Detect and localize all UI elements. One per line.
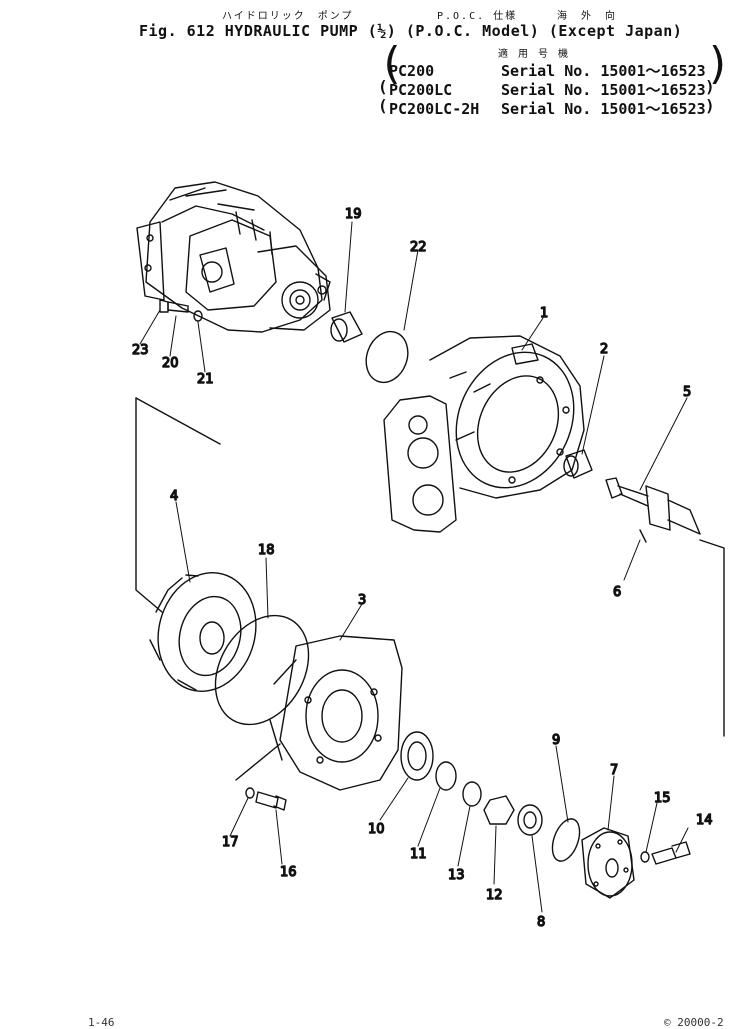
applicability-row: PC200LC-2H Serial No. 15001～16523 xyxy=(389,98,706,119)
leader-line-left xyxy=(135,397,163,613)
callout-label: 10 xyxy=(368,822,385,837)
callout-label: 5 xyxy=(683,385,691,400)
applicability-bracket-right: ) xyxy=(705,38,732,89)
cover-drawing xyxy=(149,572,257,692)
bolt-washer-drawing xyxy=(159,299,203,322)
applicability-serial: Serial No. 15001～16523 xyxy=(501,81,706,99)
bearing-drawing xyxy=(400,731,434,781)
footer-drawing-number: © 20000-2 xyxy=(664,1016,724,1029)
callout-label: 4 xyxy=(170,489,178,504)
figure-title: Fig. 612 HYDRAULIC PUMP (½) (P.O.C. Mode… xyxy=(139,22,683,40)
applicability-paren-right: ) xyxy=(705,77,715,96)
bolt-16-drawing xyxy=(255,791,287,811)
applicability-paren-left: ( xyxy=(378,96,388,115)
applicability-serial: Serial No. 15001～16523 xyxy=(501,62,706,80)
callout-label: 20 xyxy=(162,356,179,371)
callout-labels: 1 2 3 4 5 6 7 8 9 10 11 12 13 14 15 16 1… xyxy=(131,206,713,930)
callout-label: 9 xyxy=(552,733,560,748)
applicability-model: PC200LC xyxy=(389,81,453,99)
callout-label: 18 xyxy=(258,543,275,558)
applicability-model: PC200LC-2H xyxy=(389,100,480,118)
callout-label: 15 xyxy=(654,791,671,806)
callout-label: 7 xyxy=(610,763,618,778)
leader-line-right xyxy=(699,539,725,737)
callout-label: 6 xyxy=(613,585,621,600)
coupling-drawing xyxy=(581,827,635,899)
callout-label: 8 xyxy=(537,915,545,930)
callout-label: 21 xyxy=(197,372,214,387)
callout-label: 13 xyxy=(448,868,465,883)
flange-drawing xyxy=(269,635,403,791)
o-ring-22-drawing xyxy=(365,330,409,384)
housing-drawing xyxy=(383,335,585,533)
shaft-drawing xyxy=(605,477,701,543)
callout-label: 12 xyxy=(486,888,503,903)
jp-part-name: ハイドロリック ポンプ xyxy=(222,11,354,22)
applicability-heading: 適 用 号 機 xyxy=(498,49,571,60)
bushing-drawing xyxy=(330,311,363,343)
o-ring-9-drawing xyxy=(551,818,581,862)
jp-spec: P.O.C. 仕様 xyxy=(437,11,518,22)
seal-drawing xyxy=(517,804,543,836)
applicability-model: PC200 xyxy=(389,62,435,80)
callout-label: 16 xyxy=(280,865,297,880)
leader-line-top xyxy=(135,397,221,445)
pump-assembly-drawing xyxy=(136,181,331,333)
applicability-serial: Serial No. 15001～16523 xyxy=(501,100,706,118)
bolt-14-drawing xyxy=(651,841,691,865)
callout-label: 17 xyxy=(222,835,239,850)
callout-label: 11 xyxy=(410,847,427,862)
lock-washer-drawing xyxy=(462,781,482,807)
callout-label: 23 xyxy=(132,343,149,358)
callout-leaders xyxy=(139,221,689,913)
nut-drawing xyxy=(483,795,515,825)
bushing-2-drawing xyxy=(563,449,593,479)
callout-label: 14 xyxy=(696,813,713,828)
ring-drawing xyxy=(435,761,457,791)
callout-label: 19 xyxy=(345,207,362,222)
jp-destination: 海 外 向 xyxy=(557,11,617,22)
applicability-row: PC200LC Serial No. 15001～16523 xyxy=(389,79,706,100)
callout-label: 3 xyxy=(358,593,366,608)
applicability-paren-left: ( xyxy=(378,77,388,96)
applicability-paren-right: ) xyxy=(705,96,715,115)
callout-label: 1 xyxy=(540,306,548,321)
leader-line-lower xyxy=(235,743,281,781)
footer-page-ref: 1-46 xyxy=(88,1016,115,1029)
washer-17-drawing xyxy=(245,787,255,799)
applicability-row: PC200 Serial No. 15001～16523 xyxy=(389,60,706,81)
callout-label: 22 xyxy=(410,240,427,255)
o-ring-18-drawing xyxy=(214,614,310,726)
applicability-bracket-left: ( xyxy=(378,38,405,89)
callout-label: 2 xyxy=(600,342,608,357)
washer-15-drawing xyxy=(640,851,650,863)
